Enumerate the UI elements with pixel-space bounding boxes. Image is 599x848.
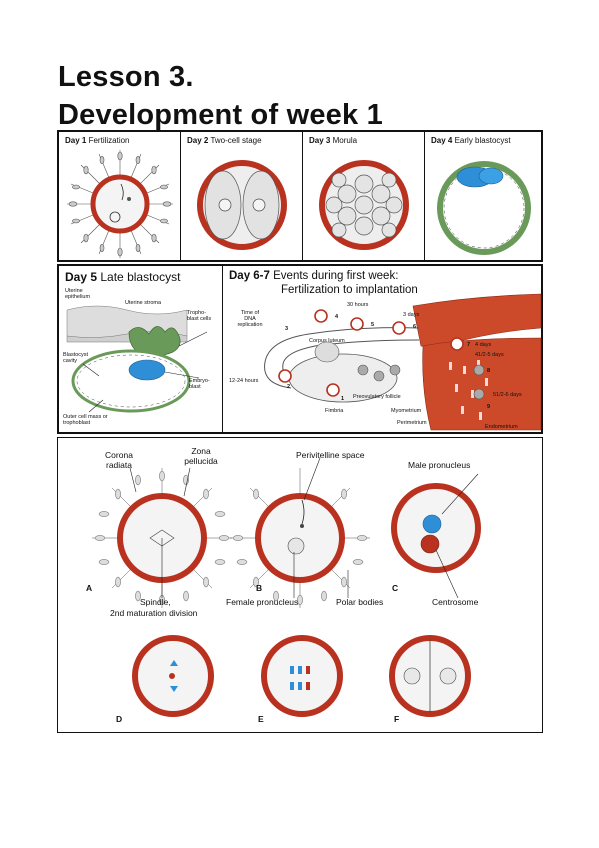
marker-2: 2 xyxy=(287,384,291,390)
uterine-stroma-label: Uterine stroma xyxy=(125,300,162,306)
centrosome-label: Centrosome xyxy=(432,597,479,607)
marker-4: 4 xyxy=(335,314,339,320)
day4-day: Day 4 xyxy=(431,136,453,145)
day2-label: Two-cell stage xyxy=(210,136,262,145)
morula-illustration xyxy=(319,160,409,250)
female-pronucleus-label: Female pronucleus xyxy=(226,597,299,607)
polar-bodies-label: Polar bodies xyxy=(336,597,384,607)
two-cell-illustration xyxy=(197,160,287,250)
trophoblast-cells-label: Tropho- blast cells xyxy=(187,310,212,322)
endometrium-label: Endometrium xyxy=(485,424,518,430)
hours1224-label: 12-24 hours xyxy=(229,378,259,384)
early-blastocyst-illustration xyxy=(437,161,531,255)
letter-c: C xyxy=(392,583,399,593)
cell-day2: Day 2 Two-cell stage xyxy=(181,132,303,260)
day3-label: Morula xyxy=(332,136,358,145)
days45-label: 41/2-5 days xyxy=(475,352,504,358)
marker-6: 6 xyxy=(413,324,417,330)
corpus-luteum-label: Corpus luteum xyxy=(309,338,345,344)
day67-day: Day 6-7 xyxy=(229,270,270,282)
letter-e: E xyxy=(258,714,264,724)
day1-day: Day 1 xyxy=(65,136,87,145)
blastocyst-cavity-label: Blastocyst cavity xyxy=(63,352,89,364)
perivitelline-space-label: Perivitelline space xyxy=(296,450,365,460)
letter-d: D xyxy=(116,714,123,724)
days4-label: 4 days xyxy=(475,342,492,348)
marker-5: 5 xyxy=(371,322,375,328)
marker-9: 9 xyxy=(487,404,491,410)
day1-label: Fertilization xyxy=(88,136,130,145)
uterine-epithelium-label: Uterine epithelium xyxy=(65,288,91,300)
panel-fertilization-stages: Corona radiata Zona pellucida Perivitell… xyxy=(57,437,543,733)
marker-8: 8 xyxy=(487,368,491,374)
day5-label: Late blastocyst xyxy=(100,270,181,284)
perimetrium-label: Perimetrium xyxy=(397,420,427,426)
first-week-events-illustration xyxy=(264,293,542,431)
day67-label: Events during first week: xyxy=(273,270,399,282)
embryoblast-label: Embryo- blast xyxy=(189,378,210,390)
cell-day1: Day 1 Fertilization xyxy=(59,132,181,260)
corona-radiata-label: Corona radiata xyxy=(105,450,133,470)
page-title-line1: Lesson 3. xyxy=(58,61,194,93)
marker-3: 3 xyxy=(285,326,289,332)
second-maturation-label: 2nd maturation division xyxy=(110,608,198,618)
preovulatory-label: Preovulatory follicle xyxy=(353,394,401,400)
myometrium-label: Myometrium xyxy=(391,408,422,414)
day4-label: Early blastocyst xyxy=(454,136,511,145)
letter-a: A xyxy=(86,583,93,593)
page-title-line2: Development of week 1 xyxy=(58,99,383,131)
marker-7: 7 xyxy=(467,342,471,348)
time-dna-label: Time of DNA replication xyxy=(237,310,263,328)
marker-1: 1 xyxy=(341,396,345,402)
letter-f: F xyxy=(394,714,400,724)
fimbria-label: Fimbria xyxy=(325,408,344,414)
zona-pellucida-label: Zona pellucida xyxy=(184,446,218,466)
outer-cell-mass-label: Outer cell mass or trophoblast xyxy=(63,414,108,426)
cell-day4: Day 4 Early blastocyst xyxy=(425,132,543,260)
day67-label2: Fertilization to implantation xyxy=(281,284,418,296)
panel-days-1-4: Day 1 Fertilization xyxy=(57,130,543,262)
spindle-label: Spindle, xyxy=(140,597,171,607)
late-blastocyst-illustration xyxy=(66,305,208,413)
days56-label: 51/2-6 days xyxy=(493,392,522,398)
days3-label: 3 days xyxy=(403,312,420,318)
cell-day5: Day 5 Late blastocyst Uterine epithelium… xyxy=(59,266,223,432)
day2-day: Day 2 xyxy=(187,136,209,145)
letter-b: B xyxy=(256,583,263,593)
male-pronucleus-label: Male pronucleus xyxy=(408,460,471,470)
panel-days-5-7: Day 5 Late blastocyst Uterine epithelium… xyxy=(57,264,543,434)
fertilization-illustration xyxy=(67,150,173,258)
day3-day: Day 3 xyxy=(309,136,331,145)
day5-day: Day 5 xyxy=(65,270,98,284)
hours30-label: 30 hours xyxy=(347,302,369,308)
cell-day6-7: Day 6-7 Events during first week: Fertil… xyxy=(223,266,543,432)
cell-day3: Day 3 Morula xyxy=(303,132,425,260)
fertilization-stages-illustration xyxy=(92,457,481,717)
